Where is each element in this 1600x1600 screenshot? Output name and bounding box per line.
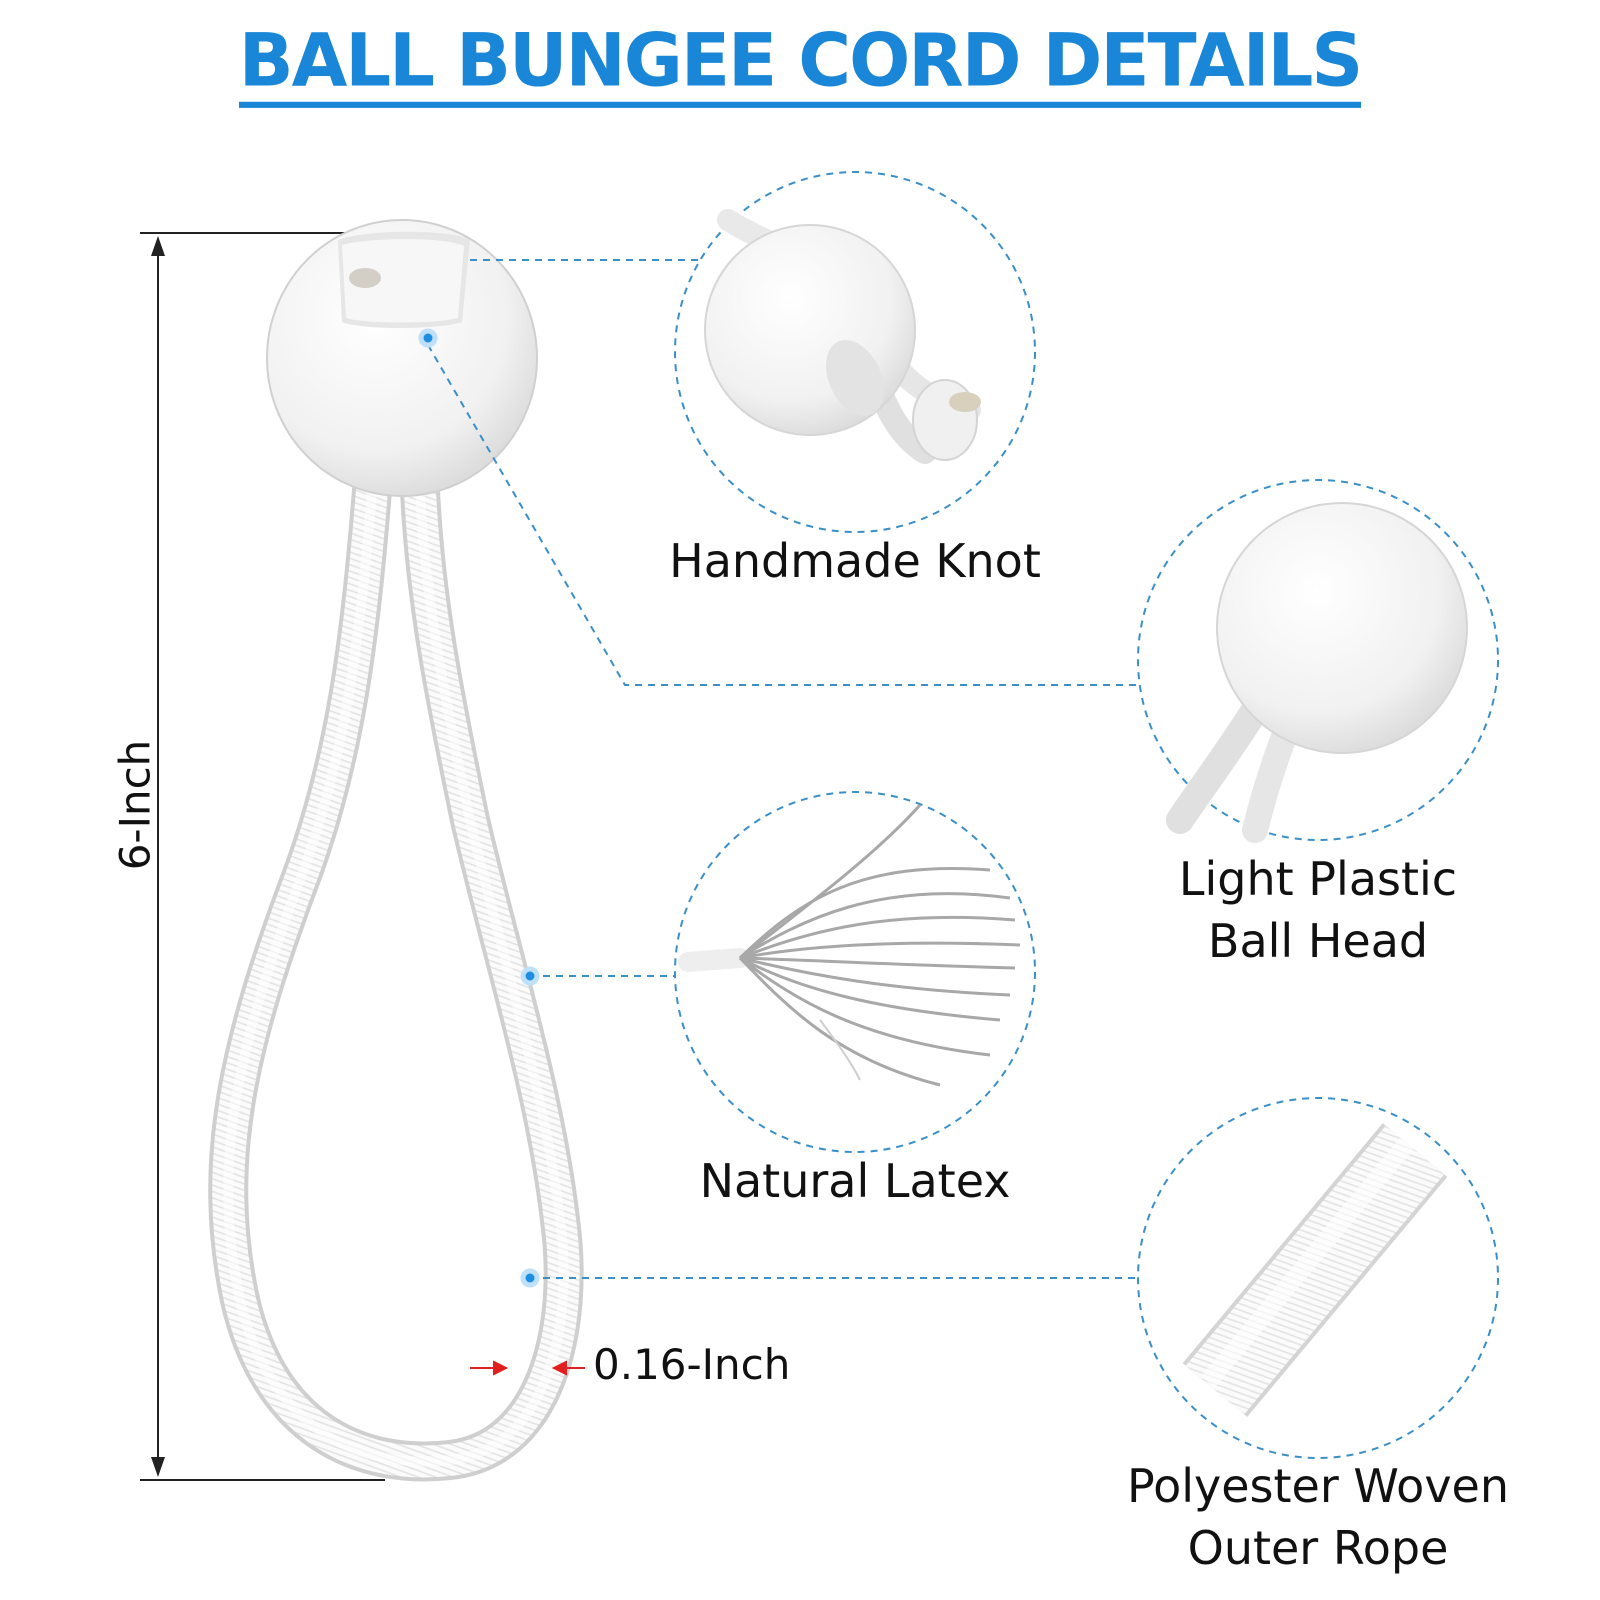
detail-circle-latex [674, 791, 1036, 1153]
thickness-label: 0.16-Inch [593, 1340, 791, 1389]
callout-label-rope: Polyester Woven Outer Rope [1127, 1459, 1509, 1575]
length-label: 6-Inch [110, 739, 160, 871]
callout-label-knot: Handmade Knot [669, 534, 1041, 588]
main-bungee-cord [208, 470, 584, 1482]
detail-circle-rope [1137, 1097, 1499, 1459]
thickness-arrows [470, 1360, 585, 1376]
main-ball-head [266, 219, 538, 497]
page-title: BALL BUNGEE CORD DETAILS [0, 18, 1600, 108]
callout-label-latex: Natural Latex [699, 1154, 1011, 1208]
callout-label-ball-head: Light Plastic Ball Head [1178, 852, 1458, 968]
leader-dots [418, 328, 540, 1288]
leader-lines [427, 259, 1140, 1279]
detail-circle-ball [1137, 479, 1499, 843]
detail-circle-knot [674, 171, 1036, 533]
